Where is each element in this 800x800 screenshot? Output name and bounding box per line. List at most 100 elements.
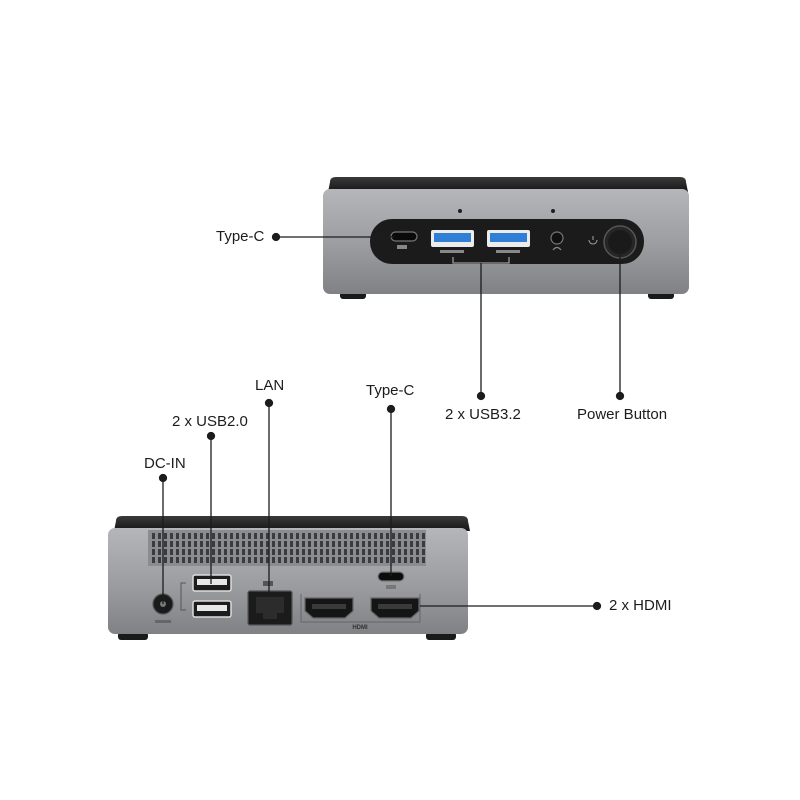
vent-slot (410, 557, 413, 563)
vent-slot (320, 541, 323, 547)
vent-slot (380, 541, 383, 547)
vent-slot (206, 557, 209, 563)
vent-slot (320, 533, 323, 539)
front-usb3-port (431, 230, 474, 253)
vent-slot (410, 541, 413, 547)
callout-dot (592, 601, 602, 611)
vent-slot (176, 533, 179, 539)
vent-slot (158, 541, 161, 547)
vent-slot (380, 557, 383, 563)
vent-slot (386, 549, 389, 555)
vent-slot (170, 541, 173, 547)
vent-slot (164, 557, 167, 563)
vent-slot (374, 533, 377, 539)
vent-slot (278, 549, 281, 555)
vent-slot (164, 533, 167, 539)
vent-slot (224, 557, 227, 563)
vent-slot (194, 533, 197, 539)
vent-slot (206, 533, 209, 539)
rear-usb20-label: 2 x USB2.0 (172, 413, 248, 430)
vent-slot (392, 549, 395, 555)
vent-slot (422, 533, 425, 539)
vent-slot (242, 541, 245, 547)
vent-slot (326, 549, 329, 555)
vent-slot (362, 549, 365, 555)
front-top-lid (328, 177, 688, 192)
vent-slot (182, 549, 185, 555)
vent-slot (176, 557, 179, 563)
vent-slot (152, 533, 155, 539)
vent-slot (248, 557, 251, 563)
vent-slot (224, 533, 227, 539)
vent-slot (302, 533, 305, 539)
vent-slot (230, 549, 233, 555)
front-unit (323, 177, 689, 299)
rear-usb2-port (192, 600, 232, 618)
vent-slot (368, 541, 371, 547)
vent-slot (302, 541, 305, 547)
vent-slot (422, 541, 425, 547)
rear-dc-in-label: DC-IN (144, 455, 186, 472)
vent-slot (248, 533, 251, 539)
vent-slot (164, 541, 167, 547)
vent-slot (416, 549, 419, 555)
rear-type-c-label: Type-C (366, 382, 415, 399)
vent-slot (260, 557, 263, 563)
vent-slot (158, 557, 161, 563)
front-power-button-label: Power Button (577, 406, 668, 423)
vent-slot (350, 557, 353, 563)
vent-slot (332, 541, 335, 547)
rear-hdmi-port (304, 597, 354, 619)
vent-slot (170, 557, 173, 563)
vent-slot (386, 557, 389, 563)
vent-slot (308, 533, 311, 539)
vent-slot (332, 533, 335, 539)
vent-slot (266, 557, 269, 563)
vent-slot (182, 557, 185, 563)
vent-slot (362, 533, 365, 539)
vent-slot (338, 557, 341, 563)
vent-slot (356, 533, 359, 539)
vent-slot (176, 549, 179, 555)
callout-dot (386, 404, 396, 414)
vent-slot (170, 549, 173, 555)
vent-slot (200, 541, 203, 547)
hdmi-marking: HDMI (352, 625, 368, 631)
vent-slot (314, 557, 317, 563)
vent-slot (224, 541, 227, 547)
vent-slot (350, 533, 353, 539)
vent-slot (242, 557, 245, 563)
rear-hdmi-port (370, 597, 420, 619)
vent-slot (398, 557, 401, 563)
vent-slot (386, 541, 389, 547)
vent-slot (176, 541, 179, 547)
vent-slot (314, 549, 317, 555)
vent-slot (320, 557, 323, 563)
vent-slot (374, 557, 377, 563)
vent-slot (362, 541, 365, 547)
vent-slot (236, 541, 239, 547)
vent-slot (284, 533, 287, 539)
rear-hdmi-label: 2 x HDMI (609, 597, 672, 614)
vent-slot (194, 541, 197, 547)
callout-dot (264, 398, 274, 408)
vent-slot (284, 557, 287, 563)
vent-slot (296, 533, 299, 539)
vent-slot (236, 557, 239, 563)
vent-slot (374, 549, 377, 555)
vent-slot (254, 557, 257, 563)
front-callouts (271, 232, 625, 401)
vent-slot (344, 557, 347, 563)
vent-slot (242, 533, 245, 539)
vent-slot (392, 533, 395, 539)
front-indicator-dot (458, 209, 462, 213)
vent-slot (404, 541, 407, 547)
vent-slot (356, 549, 359, 555)
rear-hdmi-bracket (300, 594, 421, 623)
vent-slot (248, 541, 251, 547)
front-usb3-port (487, 230, 530, 253)
vent-slot (152, 557, 155, 563)
vent-slot (320, 549, 323, 555)
vent-slot (236, 533, 239, 539)
